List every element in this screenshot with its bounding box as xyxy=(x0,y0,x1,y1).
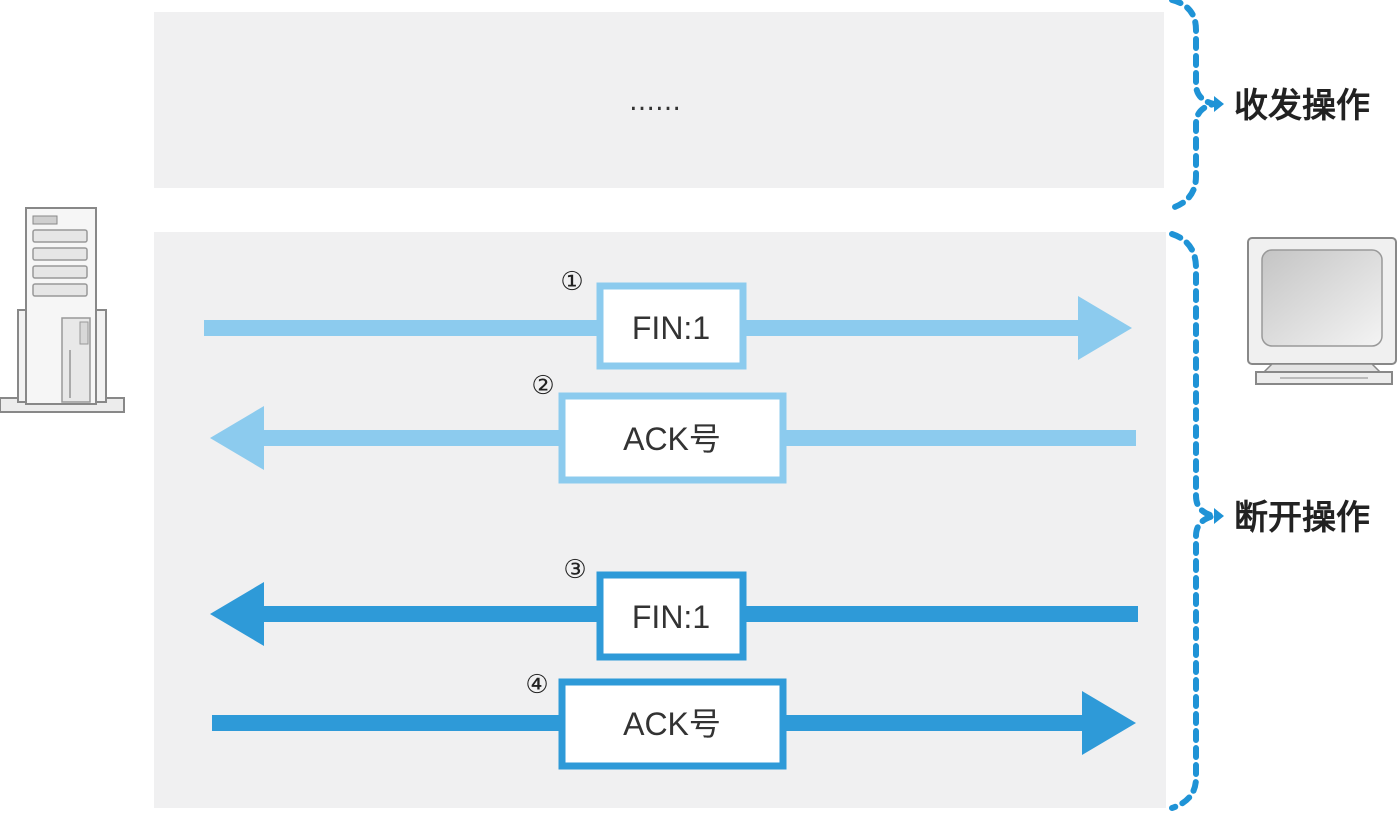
step-3-number: ③ xyxy=(563,555,586,585)
step-1-number: ① xyxy=(560,267,583,297)
send-receive-panel xyxy=(154,12,1164,188)
message-1-box xyxy=(596,282,747,370)
message-2-label: ACK号 xyxy=(623,421,721,457)
send-receive-label: 收发操作 xyxy=(1234,86,1370,126)
ellipsis-text: …… xyxy=(629,87,681,117)
disconnect-label: 断开操作 xyxy=(1234,498,1370,538)
step-4-number: ④ xyxy=(525,670,548,700)
server-icon xyxy=(0,207,125,413)
message-3-label: FIN:1 xyxy=(632,599,710,635)
disconnect-bracket xyxy=(1169,231,1224,811)
step-2-number: ② xyxy=(531,371,554,401)
message-3-box xyxy=(596,571,747,661)
message-4-label: ACK号 xyxy=(623,706,721,742)
message-1-label: FIN:1 xyxy=(632,310,710,346)
message-2-box xyxy=(558,392,787,484)
message-4-box xyxy=(558,678,787,770)
send-receive-bracket xyxy=(1169,0,1224,211)
monitor-icon xyxy=(1247,237,1397,385)
